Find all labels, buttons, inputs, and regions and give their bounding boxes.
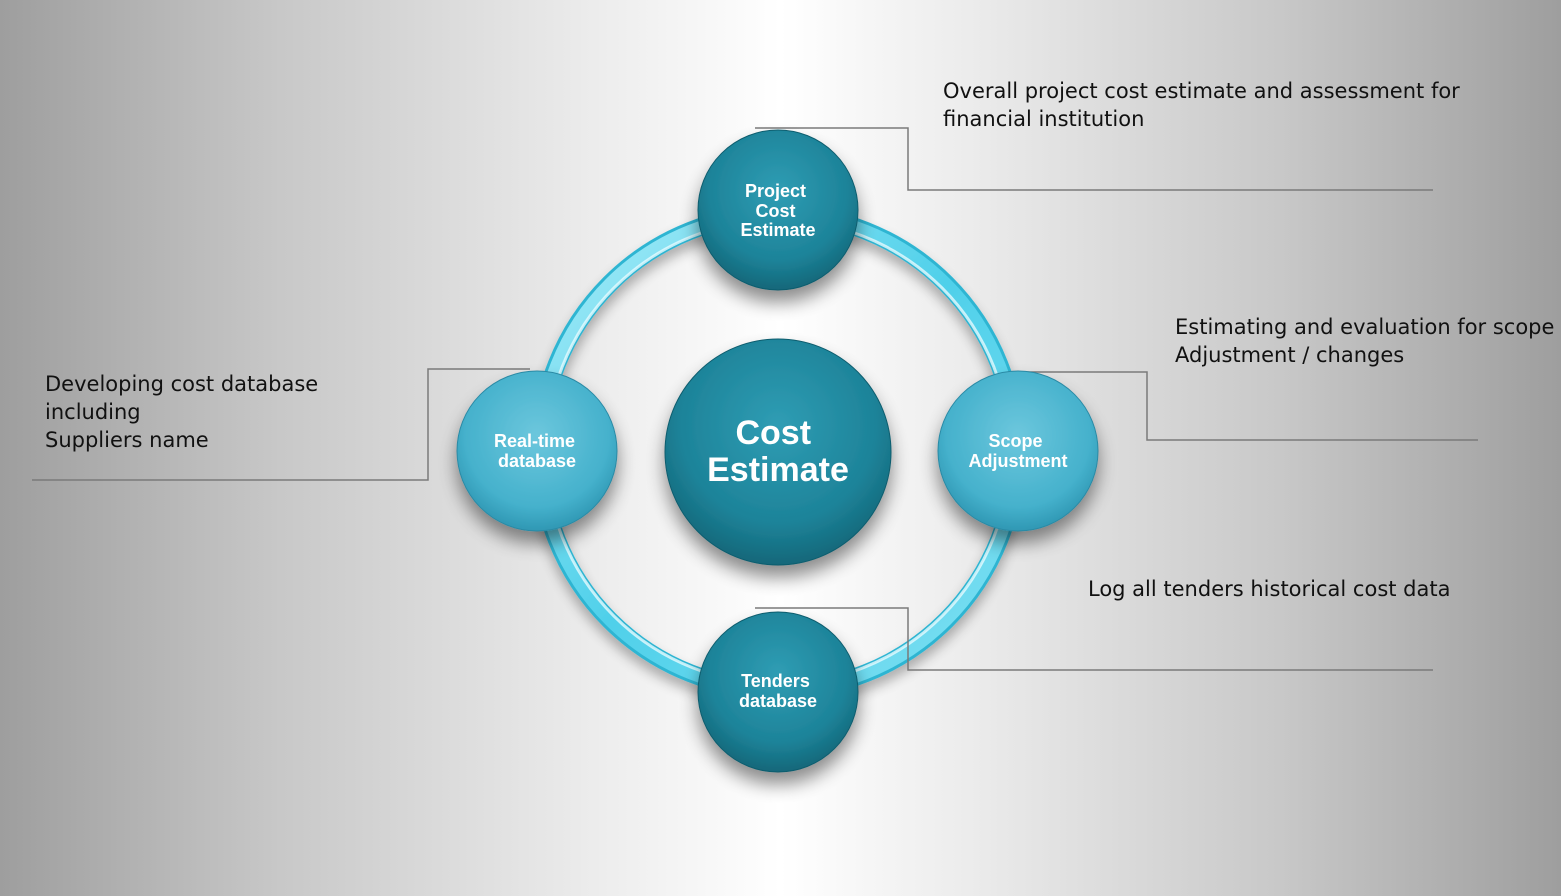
- connector-line-top: [755, 127, 1433, 191]
- node-top-label-line-1: Project: [745, 181, 806, 201]
- center-node-cost-estimate: Cost Estimate: [664, 338, 892, 566]
- connector-line-left: [32, 368, 530, 481]
- center-node-label-line-2: Estimate: [707, 451, 849, 489]
- svg-text:Project Cost Estim: Project Cost Estimate: [740, 181, 815, 240]
- node-bottom-label-line-2: database: [739, 691, 817, 711]
- connector-line-right: [1010, 371, 1478, 441]
- node-tenders-database: Tenders database: [697, 611, 859, 773]
- center-node-label-line-1: Cost: [735, 414, 811, 452]
- node-top-label-line-2: Cost: [755, 201, 795, 221]
- node-bottom-label-line-1: Tenders: [741, 671, 810, 691]
- callout-right-text: Estimating and evaluation for scope Adju…: [1175, 313, 1554, 369]
- callout-right-line-2: Adjustment / changes: [1175, 343, 1405, 367]
- callout-top-line-2: financial institution: [943, 107, 1145, 131]
- node-left-label-line-2: database: [498, 451, 576, 471]
- callout-top-text: Overall project cost estimate and assess…: [943, 77, 1460, 133]
- svg-text:Tenders database: Tenders database: [739, 671, 817, 711]
- node-real-time-database: Real-time database: [456, 370, 618, 532]
- node-top-label-line-3: Estimate: [740, 220, 815, 240]
- node-right-label-line-1: Scope: [988, 431, 1042, 451]
- callout-left-line-2: including: [45, 400, 141, 424]
- svg-text:Scope Adjustment: Scope Adjustment: [969, 431, 1068, 471]
- node-left-label-line-1: Real-time: [494, 431, 575, 451]
- callout-left-line-1: Developing cost database: [45, 372, 319, 396]
- callout-left-text: Developing cost database including Suppl…: [45, 370, 318, 454]
- node-right-label-line-2: Adjustment: [969, 451, 1068, 471]
- node-project-cost-estimate: Project Cost Estimate: [697, 129, 859, 291]
- callout-top-line-1: Overall project cost estimate and assess…: [943, 79, 1460, 103]
- callout-right-line-1: Estimating and evaluation for scope: [1175, 315, 1555, 339]
- callout-left-line-3: Suppliers name: [45, 428, 209, 452]
- connector-line-bottom: [755, 607, 1433, 671]
- svg-text:Real-time database: Real-time database: [494, 431, 580, 471]
- callout-bottom-line-1: Log all tenders historical cost data: [1088, 577, 1451, 601]
- svg-text:Cost Estimate: Cost Estimate: [707, 414, 849, 489]
- node-scope-adjustment: Scope Adjustment: [937, 370, 1099, 532]
- callout-bottom-text: Log all tenders historical cost data: [1088, 575, 1450, 603]
